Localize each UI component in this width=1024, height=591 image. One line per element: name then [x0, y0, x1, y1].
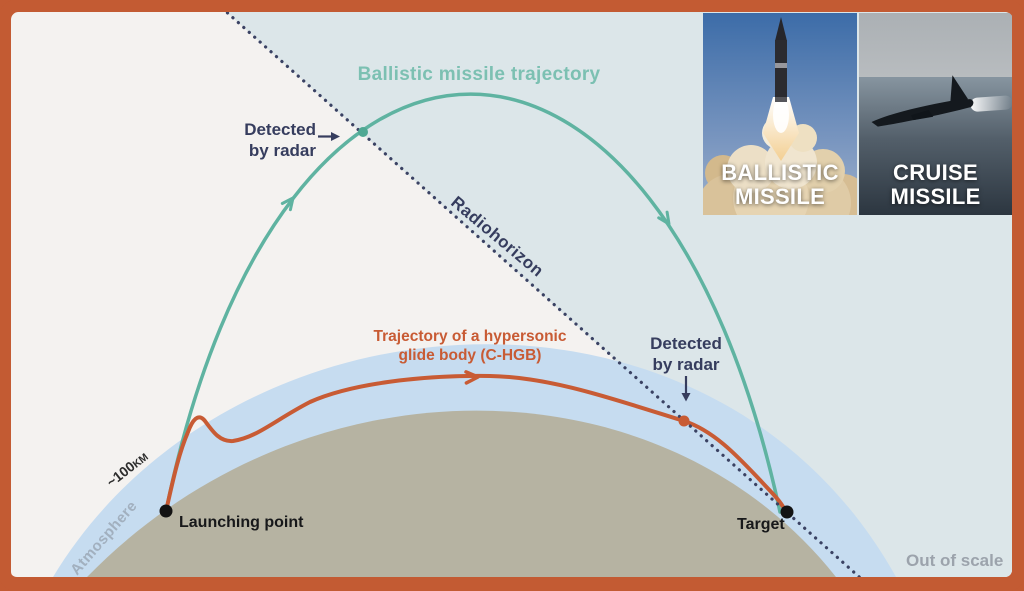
hypersonic-label-line2: glide body (C-HGB) [398, 347, 542, 364]
detected-left-line1: Detected [244, 120, 316, 139]
hypersonic-label-line1: Trajectory of a hypersonic [373, 328, 567, 345]
radar-detection-dot-ballistic [358, 127, 368, 137]
ballistic-caption-line1: BALLISTIC [721, 160, 839, 185]
cruise-caption-line2: MISSILE [890, 184, 981, 209]
launching-point-label: Launching point [179, 514, 304, 531]
rocket-flame-core [773, 97, 789, 133]
detected-right-line1: Detected [650, 334, 722, 353]
cruise-missile-photo: CRUISE MISSILE [859, 13, 1012, 215]
detected-by-radar-label-ballistic: Detected by radar [226, 119, 316, 161]
detected-by-radar-label-hypersonic: Detected by radar [650, 333, 722, 375]
radar-detection-dot-hypersonic [678, 415, 690, 427]
ballistic-missile-photo: BALLISTIC MISSILE [703, 13, 857, 215]
ballistic-caption-line2: MISSILE [734, 184, 826, 209]
detected-right-line2: by radar [652, 355, 720, 374]
detected-left-line2: by radar [248, 141, 316, 160]
out-of-scale-note: Out of scale [906, 551, 1004, 570]
cruise-missile-caption: CRUISE MISSILE [859, 161, 1012, 209]
ballistic-trajectory-label: Ballistic missile trajectory [357, 64, 601, 85]
exhaust-contrail [970, 95, 1012, 112]
sky-background [859, 13, 1012, 77]
launch-point-dot [159, 504, 173, 518]
target-label: Target [737, 516, 785, 533]
hypersonic-trajectory-label: Trajectory of a hypersonic glide body (C… [374, 327, 567, 365]
cruise-caption-line1: CRUISE [893, 160, 978, 185]
ballistic-missile-caption: BALLISTIC MISSILE [703, 161, 857, 209]
